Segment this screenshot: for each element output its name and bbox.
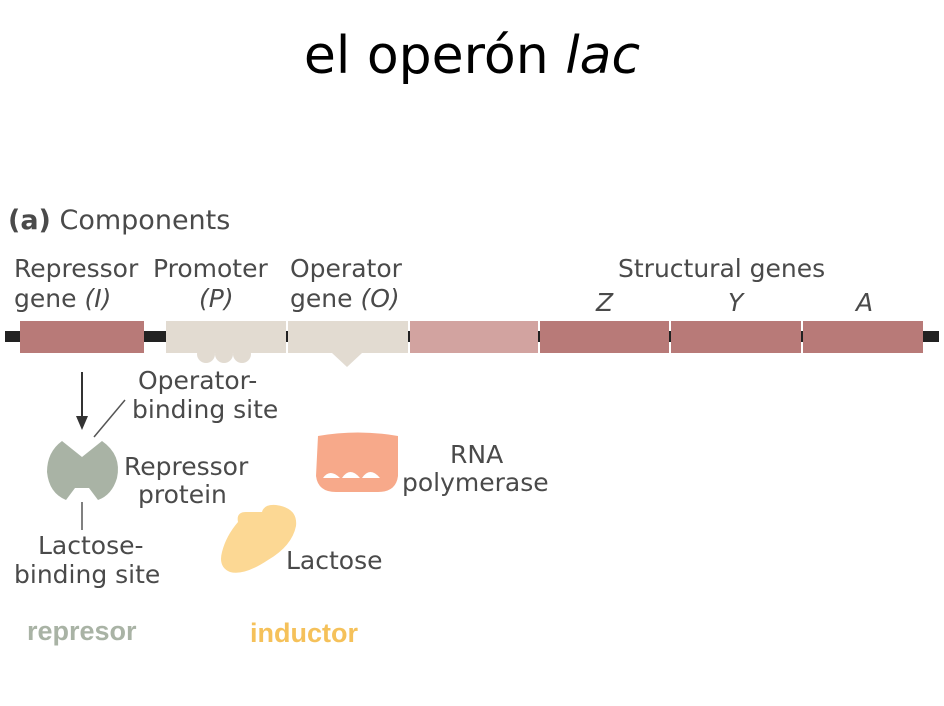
represor-label: represor	[27, 616, 137, 646]
operator-binding-site-label: Operator- binding site	[132, 366, 278, 424]
lactose-binding-line1: Lactose-	[38, 531, 144, 560]
promoter-line1: Promoter	[153, 254, 268, 283]
operator-box	[288, 321, 408, 353]
promoter-symbol: (P)	[199, 284, 234, 313]
rna-polymerase-label: RNA polymerase	[402, 441, 549, 497]
structural-genes-label: Structural genes	[618, 254, 826, 283]
inductor-label: inductor	[250, 618, 358, 648]
promoter-binding-bumps	[197, 345, 251, 363]
operator-binding-line2: binding site	[132, 395, 279, 424]
section-label: (a)	[8, 205, 51, 236]
operator-label: Operator gene (O)	[290, 254, 402, 314]
operator-binding-pointer	[93, 399, 126, 438]
repressor-gene-symbol: (I)	[84, 284, 112, 313]
leader-region-box	[410, 321, 538, 353]
gene-y-box	[671, 321, 801, 353]
operator-notch	[332, 353, 362, 367]
operator-binding-line1: Operator-	[138, 366, 258, 395]
repressor-protein-label: Repressor protein	[124, 453, 248, 509]
gene-a-box	[803, 321, 923, 353]
expression-arrowhead	[76, 416, 88, 430]
title-italic: lac	[565, 26, 641, 86]
repressor-gene-box	[20, 321, 144, 353]
operator-symbol: (O)	[360, 284, 400, 313]
rna-polymerase-shape	[316, 432, 398, 492]
promoter-label: Promoter (P)	[153, 254, 268, 314]
repressor-protein-line1: Repressor	[124, 452, 249, 481]
lactose-shape	[221, 504, 297, 573]
repressor-gene-label: Repressor gene (I)	[14, 254, 138, 314]
gene-z-box	[540, 321, 669, 353]
gene-y-label: Y	[728, 288, 744, 317]
section-heading: (a) Components	[8, 205, 230, 236]
section-title: Components	[59, 205, 231, 236]
operator-line2: gene	[290, 284, 353, 313]
repressor-gene-line1: Repressor	[14, 254, 139, 283]
gene-a-label: A	[856, 288, 874, 317]
page-title: el operón lac	[0, 26, 944, 86]
repressor-protein-shape	[47, 441, 118, 500]
lactose-binding-line2: binding site	[14, 560, 161, 589]
title-main: el operón	[303, 26, 549, 86]
rna-polymerase-bumps	[323, 472, 380, 478]
lactose-binding-site-label: Lactose- binding site	[14, 531, 160, 589]
gene-z-label: Z	[596, 288, 614, 317]
lactose-label: Lactose	[286, 546, 383, 575]
rna-line1: RNA	[450, 440, 504, 469]
repressor-gene-line2: gene	[14, 284, 77, 313]
repressor-protein-line2: protein	[138, 480, 227, 509]
rna-line2: polymerase	[402, 468, 549, 497]
operator-line1: Operator	[290, 254, 402, 283]
